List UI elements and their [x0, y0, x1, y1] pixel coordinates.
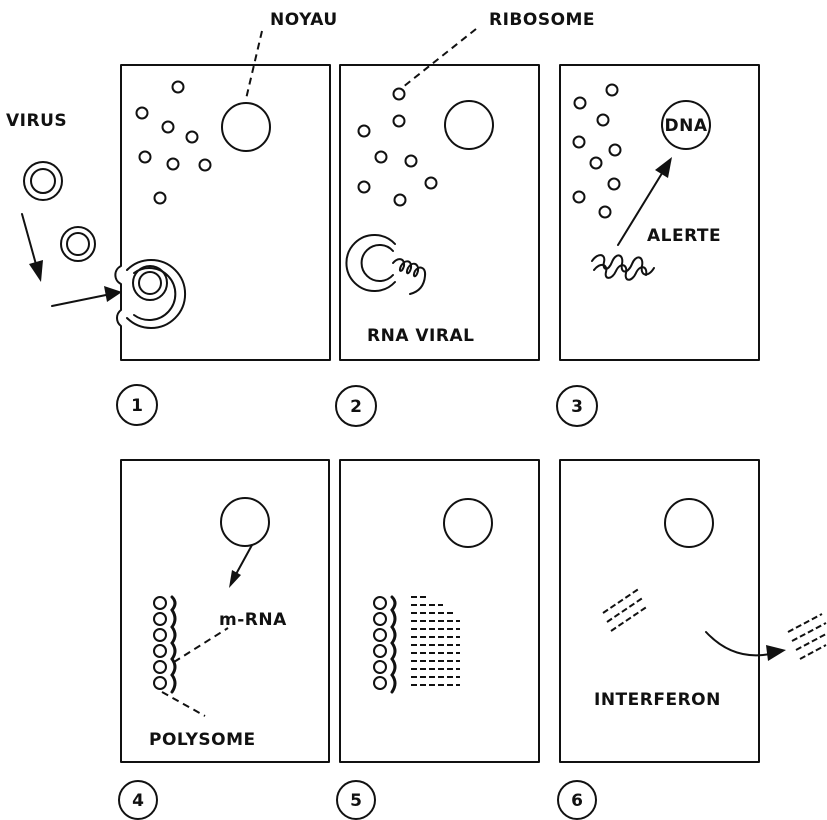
cell-4-outline	[120, 459, 330, 763]
cell-3-outline	[559, 64, 760, 361]
panel-2-number-circle	[335, 385, 377, 427]
panel-1: VIRUS NOYAU 1	[6, 10, 338, 426]
nucleus-5	[443, 498, 493, 548]
nucleus-2	[444, 100, 494, 150]
panel-3: DNA ALERTE 3	[556, 64, 760, 427]
cell-1-outline	[114, 64, 331, 361]
panel-5-number: 5	[350, 791, 362, 811]
panel-3-number-circle	[556, 385, 598, 427]
polysome-5	[373, 595, 397, 694]
virus-label: VIRUS	[6, 111, 67, 131]
secretion-arrow	[705, 631, 786, 661]
panel-6-number: 6	[571, 791, 583, 811]
cell-2-outline	[339, 64, 540, 361]
interferon-inside	[602, 587, 649, 632]
interferon-label: INTERFERON	[594, 690, 721, 710]
virus-entering	[126, 259, 186, 329]
protein-chains	[411, 596, 460, 686]
panel-3-number: 3	[571, 397, 583, 417]
panel-2: RIBOSOME RNA VIRAL 2	[335, 10, 595, 427]
panel-5: 5	[336, 459, 540, 820]
virus-arrows	[21, 213, 122, 307]
ribosomes-3	[572, 83, 622, 219]
nucleus-4	[220, 497, 270, 547]
ribosome-leader	[402, 28, 477, 88]
virus-particles	[23, 161, 96, 262]
panel-4-number: 4	[132, 791, 144, 811]
panel-2-number: 2	[350, 397, 362, 417]
nucleus-6	[664, 498, 714, 548]
panel-6-number-circle	[557, 780, 597, 820]
polysome-label: POLYSOME	[149, 730, 256, 750]
mrna-leader	[173, 627, 229, 663]
cell-6-outline	[559, 459, 760, 763]
viral-rna-coil	[591, 254, 655, 281]
alerte-label: ALERTE	[647, 226, 721, 246]
ribosome-label: RIBOSOME	[489, 10, 595, 30]
m-rna-label: m-RNA	[219, 610, 287, 630]
alert-arrow	[617, 157, 672, 246]
polysome-leader	[161, 691, 206, 717]
rna-viral-label: RNA VIRAL	[367, 326, 474, 346]
panel-4: m-RNA POLYSOME 4	[118, 459, 330, 820]
panel-5-number-circle	[336, 780, 376, 820]
panel-1-number-circle	[116, 384, 158, 426]
nucleus-1	[221, 102, 271, 152]
ribosomes-2	[357, 87, 438, 207]
polysome-4	[153, 595, 177, 694]
mrna-arrow	[229, 544, 253, 588]
ribosomes-1	[135, 80, 212, 205]
panel-4-number-circle	[118, 780, 158, 820]
cell-5-outline	[339, 459, 540, 763]
nucleus-3	[661, 100, 711, 150]
noyau-label: NOYAU	[270, 10, 338, 30]
panel-6: INTERFERON 6	[557, 459, 827, 820]
interferon-outside	[787, 613, 827, 660]
dna-label: DNA	[665, 116, 708, 136]
viral-rna-uncoating	[345, 234, 427, 295]
panel-1-number: 1	[131, 396, 143, 416]
